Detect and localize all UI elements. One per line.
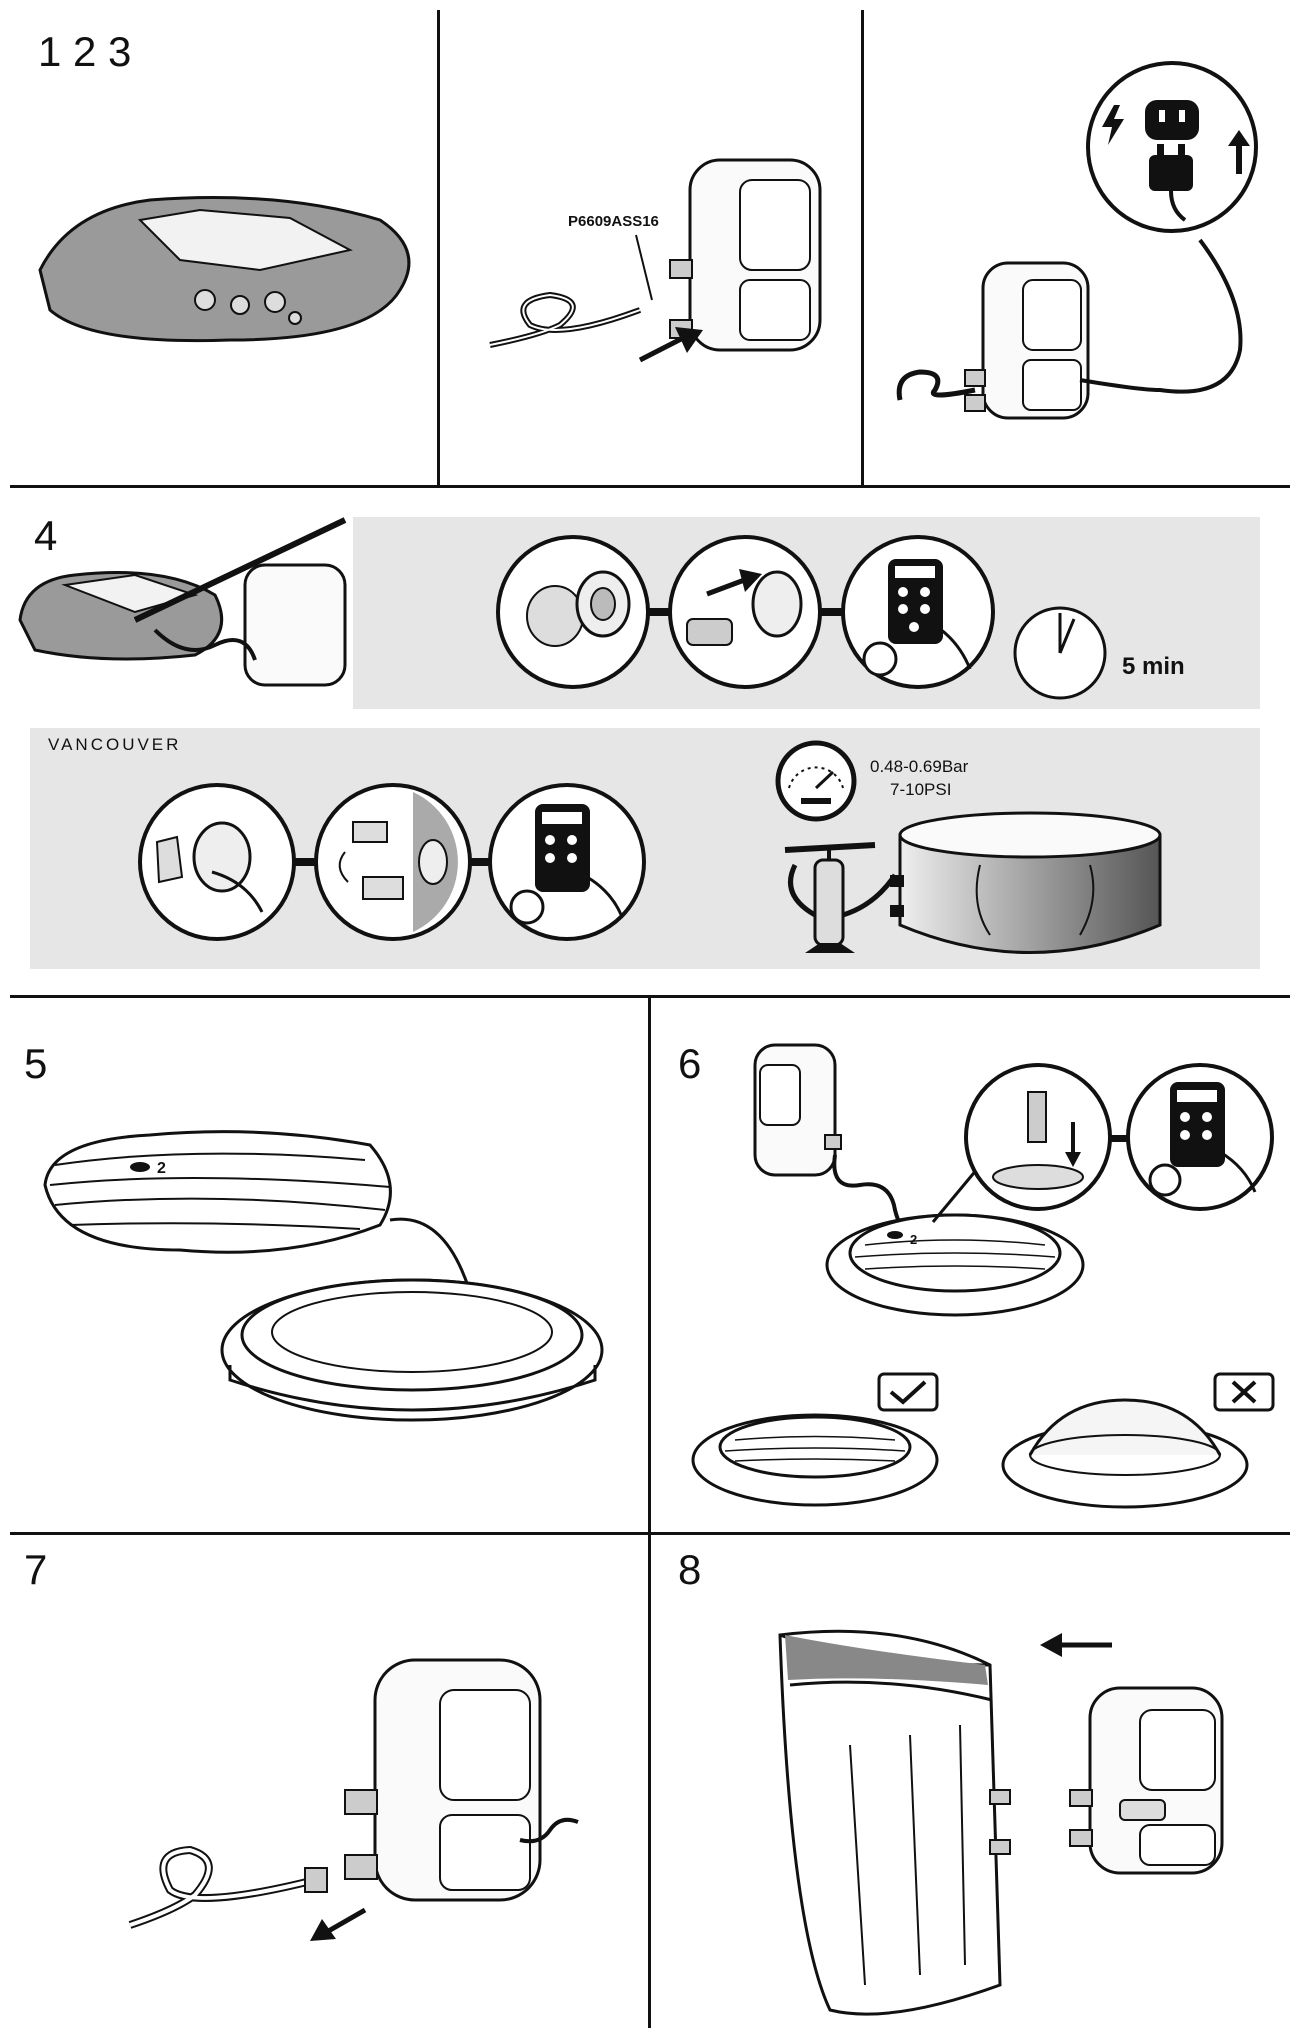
spa-base-ring — [220, 1278, 604, 1422]
pointer-line-icon — [635, 234, 653, 301]
plug-icon — [1086, 61, 1258, 233]
step-number-6: 6 — [678, 1040, 702, 1087]
model-name: VANCOUVER — [48, 735, 182, 754]
cover-bladder-illustration — [43, 1130, 392, 1254]
hose-step7 — [128, 1845, 328, 1929]
gauge-icon — [775, 740, 857, 822]
incorrect-cover-illustration — [1001, 1398, 1249, 1509]
pump-unit-step3 — [964, 261, 1090, 420]
divider-v3 — [648, 995, 651, 2028]
valve-open-circle — [496, 535, 650, 689]
clock-icon — [1013, 606, 1107, 700]
step-number-4: 4 — [34, 512, 58, 559]
divider-row3 — [10, 1532, 1290, 1535]
hose-step2 — [489, 291, 642, 348]
timer-label: 5 min — [1122, 653, 1185, 680]
check-icon — [877, 1372, 939, 1412]
connector-4c — [294, 858, 316, 866]
arrow-up-icon — [1228, 130, 1250, 174]
folded-spa-illustration — [38, 196, 411, 343]
connector-6 — [1108, 1135, 1130, 1142]
pump-unit-step6 — [753, 1043, 842, 1177]
cross-icon — [1213, 1372, 1275, 1412]
step-number-5: 5 — [24, 1040, 48, 1087]
pressure-bar-label: 0.48-0.69Bar — [870, 757, 969, 776]
valve-twist-circle — [314, 783, 472, 941]
part-code-label: P6609ASS16 — [568, 213, 659, 230]
valve-detail-circle — [931, 1063, 1112, 1223]
pump-unit-step8 — [1069, 1686, 1224, 1875]
cover-on-base-step6 — [825, 1213, 1085, 1317]
step-number-7: 7 — [24, 1546, 48, 1593]
control-panel-icon — [841, 535, 995, 689]
folded-spa-connected — [18, 517, 347, 687]
power-cord-step7 — [519, 1817, 579, 1844]
hand-pump-illustration — [784, 842, 898, 953]
cover-valve-label-5: 2 — [157, 1160, 166, 1177]
arrow-right-icon — [638, 327, 703, 363]
connector-4d — [470, 858, 492, 866]
cover-valve-label-6: 2 — [910, 1232, 918, 1247]
connector-4a — [648, 608, 670, 616]
spa-wall-illustration — [778, 1629, 1011, 2016]
divider-v2 — [861, 10, 864, 485]
correct-cover-illustration — [691, 1413, 939, 1507]
step-number-1-2-3: 1 2 3 — [38, 28, 132, 75]
lightning-icon — [1102, 105, 1124, 145]
power-cord-step3 — [1079, 238, 1243, 394]
hose-step3 — [896, 369, 976, 401]
pressure-psi-label: 7-10PSI — [890, 780, 952, 799]
control-panel-step6 — [1126, 1063, 1274, 1211]
divider-top-row — [10, 485, 1290, 488]
pump-unit-step2 — [669, 158, 822, 352]
pump-unit-step7 — [344, 1658, 542, 1902]
arrow-left-icon-step8 — [1040, 1633, 1112, 1657]
arrow-left-icon — [310, 1907, 367, 1941]
divider-v1 — [437, 10, 440, 485]
step-number-8: 8 — [678, 1546, 702, 1593]
valve-hand-circle — [138, 783, 296, 941]
control-panel-press-circle — [488, 783, 646, 941]
inflated-spa-illustration — [890, 811, 1162, 954]
connector-4b — [820, 608, 842, 616]
hose-attach-circle — [668, 535, 822, 689]
